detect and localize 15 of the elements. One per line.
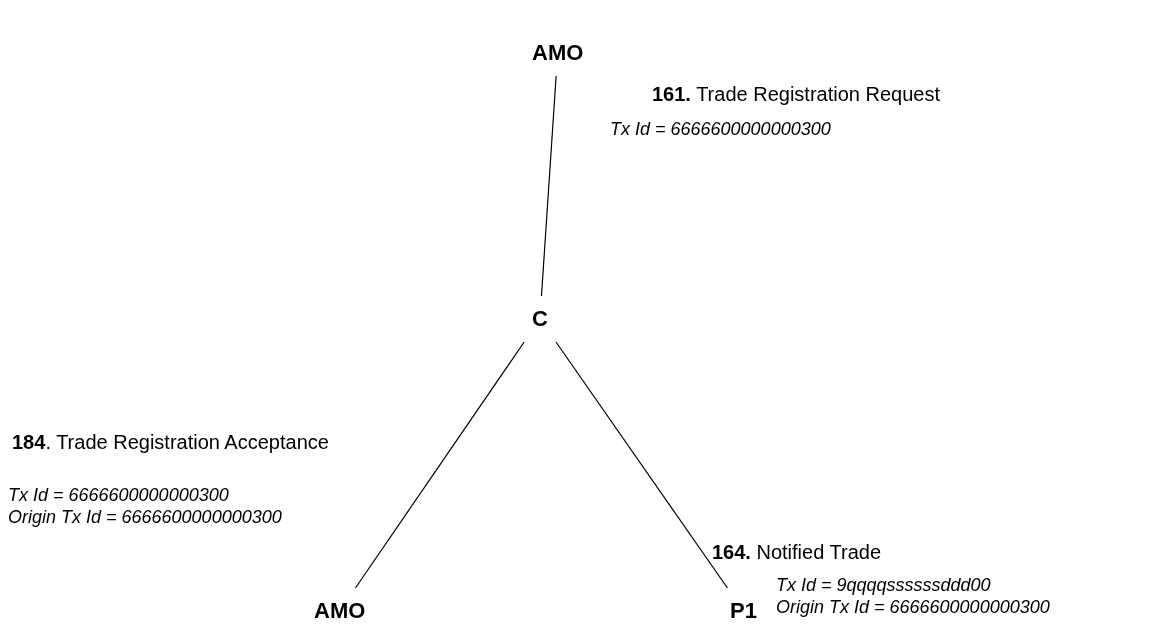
transaction-id-text: Origin Tx Id = 6666600000000300: [776, 596, 1050, 618]
transaction-id-text: Tx Id = 6666600000000300: [610, 118, 831, 140]
message-label: 161. Trade Registration Request: [652, 82, 940, 106]
connector-line: [540, 75, 557, 297]
node-label: AMO: [530, 40, 586, 66]
node-label: C: [530, 306, 550, 332]
connector-line: [555, 341, 729, 589]
connector-line: [354, 341, 525, 589]
message-label: 164. Notified Trade: [712, 540, 881, 564]
node-label: AMO: [312, 598, 368, 624]
transaction-id-text: Tx Id = 6666600000000300: [8, 484, 229, 506]
node-label: P1: [728, 598, 759, 624]
transaction-id-text: Origin Tx Id = 6666600000000300: [8, 506, 282, 528]
message-label: 184. Trade Registration Acceptance: [12, 430, 329, 454]
transaction-id-text: Tx Id = 9qqqqssssssddd00: [776, 574, 991, 596]
